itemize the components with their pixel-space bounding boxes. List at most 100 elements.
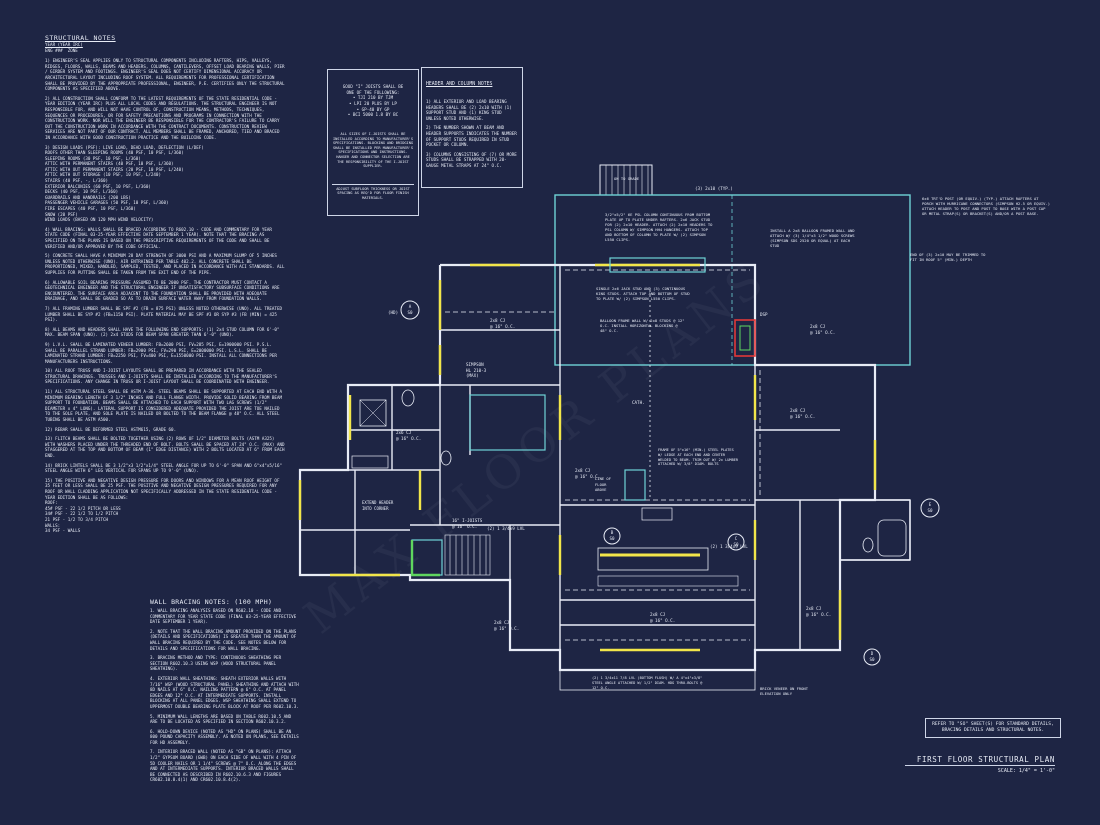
wall-bracing-item: 4. EXTERIOR WALL SHEATHING: SHEATH EXTER… <box>150 675 302 709</box>
plan-label-ongrade: ON TO GRADE <box>614 176 640 181</box>
joist-line: • TJI 210 BY TJM <box>352 95 394 101</box>
header-column-box: HEADER AND COLUMN NOTES 1) ALL EXTERIOR … <box>421 67 523 188</box>
plan-label-single-stud: SINGLE 2x6 JACK STUD AND (3) CONTINUOUS … <box>596 286 693 301</box>
structural-notes: STRUCTURAL NOTES YEAR (YEAR IRC) ENG ###… <box>45 34 285 538</box>
marker-d <box>863 648 881 666</box>
plan-label-cj2: 2x6 CJ @ 16" O.C. <box>396 430 422 441</box>
plan-label-psl: 3/2"x5/2" 6E PSL COLUMN CONTINUOUS FROM … <box>605 212 715 242</box>
plan-label-line-roof: LINE OF FLOOR ABOVE <box>595 476 612 493</box>
wall-bracing-item: 1. WALL BRACING ANALYSIS BASED ON R602.1… <box>150 608 299 625</box>
structural-note-paragraph: 7) ALL FRAMING LUMBER SHALL BE SPF #2 (F… <box>45 305 285 323</box>
joist-line: • LPI 20 PLUS BY LP <box>349 100 397 106</box>
plan-label-brick: BRICK VENEER ON FRONT ELEVATION ONLY <box>760 686 811 696</box>
plan-label-cj8: 2x8 CJ @ 16" O.C. <box>575 468 601 479</box>
wall-bracing-title: WALL BRACING NOTES: (100 MPH) <box>150 598 273 606</box>
structural-note-paragraph: 5) CONCRETE SHALL HAVE A MINIMUM 28 DAY … <box>45 253 288 275</box>
front-porch <box>559 669 756 691</box>
wall-bracing-item: 6. HOLD-DOWN DEVICE (NOTED AS "HD" ON PL… <box>150 728 302 745</box>
joist-line: • BCI 5000 1.8 BY BC <box>347 112 399 118</box>
plan-label-topbeam: (3) 2x10 (TYP.) <box>695 186 733 191</box>
header-note-item: 3) COLUMNS CONSISTING OF (7) OR MORE STU… <box>426 151 520 168</box>
plan-label-ijoists: 16" I-JOISTS @ 16" O.C. <box>452 518 483 529</box>
header-items: 1) ALL EXTERIOR AND LOAD BEARING HEADERS… <box>426 99 518 169</box>
marker-hd-label: (HD) <box>388 310 399 315</box>
wall-bracing-item: 5. MINIMUM WALL LENGTHS ARE BASED ON TAB… <box>150 713 294 725</box>
marker-c <box>727 533 745 551</box>
joist-line: ONE OF THE FOLLOWING: <box>346 89 400 95</box>
vanity-1 <box>351 455 389 469</box>
wall-bracing-item: 2. NOTE THAT THE WALL BRACING AMOUNT PRO… <box>150 628 299 651</box>
header-box-title: HEADER AND COLUMN NOTES <box>426 82 493 88</box>
structural-note-paragraph: 13) FLITCH BEAMS SHALL BE BOLTED TOGETHE… <box>45 436 288 458</box>
structural-note-paragraph: 10) ALL ROOF TRUSS AND I-JOIST LAYOUTS S… <box>45 368 280 385</box>
toilet-1 <box>401 389 415 407</box>
plan-label-lvl2: (2) 1 3/4x9 LVL <box>710 544 748 549</box>
marker-b <box>603 527 621 545</box>
plan-label-cath: CATH. <box>632 400 645 405</box>
vanity-2 <box>641 507 673 521</box>
kitchen-island <box>597 547 709 571</box>
title-block: FIRST FLOOR STRUCTURAL PLAN SCALE: 1/4" … <box>905 755 1055 774</box>
header-note-item: 2) THE NUMBER SHOWN AT BEAM AND HEADER S… <box>426 125 520 148</box>
plan-label-lvl-note: (2) 1 3/4x11 7/8 LVL (BOTTOM FLUSH) W/ A… <box>592 676 705 690</box>
plan-label-steel-plate: FRAME OF 5"x16" (MIN.) STEEL PLATES W/ L… <box>658 448 741 467</box>
joist-extra: ADJUST SUBFLOOR THICKNESS OR JOIST SPACI… <box>332 183 414 201</box>
toilet-2 <box>862 537 874 553</box>
plan-label-cj7: 2x8 CJ @ 16" O.C. <box>806 606 832 617</box>
joist-line: • GP-40 BY GP <box>356 106 390 112</box>
plan-label-cj4: 2x8 CJ @ 16" O.C. <box>790 408 816 419</box>
structural-note-paragraph: 9) L.V.L. SHALL BE LAMINATED VENEER LUMB… <box>45 341 280 364</box>
plan-label-post: 6x6 TRT'D POST (OR EQUIV.) (TYP.) ATTACH… <box>922 196 1053 216</box>
marker-c-label: C S0 <box>733 536 739 547</box>
structural-note-paragraph: 6) ALLOWABLE SOIL BEARING PRESSURE ASSUM… <box>45 279 282 302</box>
plan-label-lvl1: (2) 1 3/4x9 LVL <box>487 526 525 531</box>
structural-note-paragraph: 4) WALL BRACING: WALLS SHALL BE BRACED A… <box>45 226 275 249</box>
structural-note-paragraph: 3) DESIGN LOADS (PSF): LIVE LOAD, DEAD L… <box>45 144 204 223</box>
right-wing <box>839 499 911 561</box>
plan-label-simpson: SIMPSON HL 210-3 (MAX) <box>466 362 487 379</box>
plan-label-rafter: END OF (3) 2x10 MAY BE TRIMMED TO FIT IN… <box>910 252 988 262</box>
structural-note-paragraph: 11) ALL STRUCTURAL STEEL SHALL BE ASTM A… <box>45 389 285 423</box>
toilet-3 <box>440 450 452 466</box>
joist-line: GOOD "I" JOISTS SHALL BE <box>342 84 404 90</box>
stair-green <box>410 540 440 577</box>
reference-note: REFER TO "SO" SHEET(S) FOR STANDARD DETA… <box>925 718 1061 738</box>
header-note-item: 1) ALL EXTERIOR AND LOAD BEARING HEADERS… <box>426 98 515 121</box>
wall-bracing-item: 7. INTERIOR BRACED WALL (NOTED AS "GB" O… <box>150 749 299 783</box>
joist-note: ALL SIZES OF I-JOISTS SHALL BE INSTALLED… <box>332 131 416 169</box>
section-markers <box>400 300 940 666</box>
structural-note-paragraph: 14) BRICK LINTELS SHALL BE 3 1/2"x3 1/2"… <box>45 462 285 474</box>
plan-label-cj1: 2x8 CJ @ 16" O.C. <box>490 318 516 329</box>
rear-porch <box>554 194 911 366</box>
sheet-title: FIRST FLOOR STRUCTURAL PLAN <box>905 755 1055 766</box>
structural-note-paragraph: 8) ALL BEAMS AND HEADERS SHALL HAVE THE … <box>45 326 282 338</box>
stairs <box>444 534 491 576</box>
plan-label-balloon: INSTALL A 2x8 BALLOON FRAMED WALL AND AT… <box>770 228 857 248</box>
marker-a-label: A S0 <box>407 304 413 315</box>
notes-body: 1) ENGINEER'S SEAL APPLIES ONLY TO STRUC… <box>45 58 285 534</box>
structural-note-paragraph: 12) REBAR SHALL BE DEFORMED STEEL ASTM61… <box>45 426 177 432</box>
marker-e-label: E S0 <box>927 502 933 513</box>
plan-label-cj3: 2x8 CJ @ 16" O.C. <box>810 324 836 335</box>
marker-b-label: B S0 <box>609 530 615 541</box>
plan-label-dsp: DSP <box>760 312 768 317</box>
wall-bracing-item: 3. BRACING METHOD AND TYPE: CONTINUOUS S… <box>150 655 284 672</box>
plan-label-cj5: 2x8 CJ @ 16" O.C. <box>494 620 520 631</box>
structural-notes-title: STRUCTURAL NOTES <box>45 34 116 42</box>
sheet-scale: SCALE: 1/4" = 1'-0" <box>997 768 1055 774</box>
wall-items: 1. WALL BRACING ANALYSIS BASED ON R602.1… <box>150 608 300 783</box>
structural-note-paragraph: 2) ALL CONSTRUCTION SHALL CONFORM TO THE… <box>45 95 282 140</box>
tub-right <box>877 519 907 557</box>
bracing-segments <box>298 263 877 652</box>
marker-a <box>400 300 420 320</box>
structural-note-paragraph: 15) THE POSITIVE AND NEGATIVE DESIGN PRE… <box>45 477 280 534</box>
structural-note-paragraph: 1) ENGINEER'S SEAL APPLIES ONLY TO STRUC… <box>45 58 288 92</box>
fireplace-red <box>734 319 756 357</box>
plan-label-cj6: 2x8 CJ @ 16" O.C. <box>650 612 676 623</box>
wall-bracing-notes: WALL BRACING NOTES: (100 MPH) 1. WALL BR… <box>150 598 300 787</box>
plan-label-balloon-frame: BALLOON FRAME WALL W/ 2x8 STUDS @ 12" O.… <box>600 318 687 333</box>
code-line: YEAR (YEAR IRC) <box>45 42 83 47</box>
